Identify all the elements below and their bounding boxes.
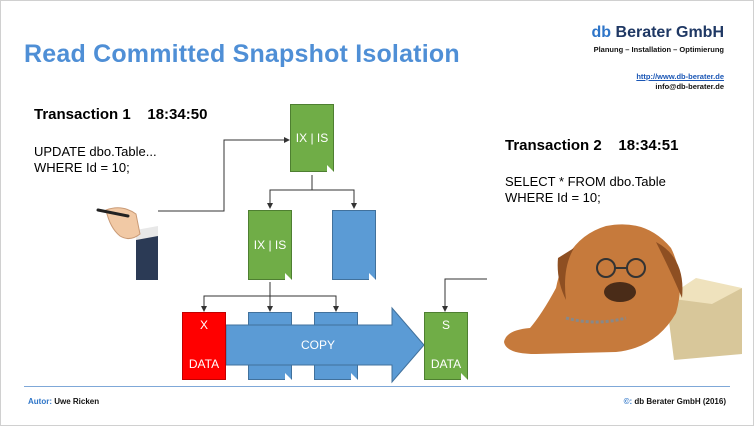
author-label: Autor: — [28, 397, 52, 406]
page-fold-icon — [285, 273, 292, 280]
exclusive-lock-label: X — [199, 318, 208, 332]
slide-title: Read Committed Snapshot Isolation — [24, 40, 460, 68]
copyright-symbol: ©: — [623, 397, 633, 406]
brand-tagline: Planung – Installation – Optimierung — [593, 45, 724, 54]
mid-lock-page: IX | IS — [248, 210, 292, 280]
shared-lock-label: S — [441, 318, 450, 332]
website-link[interactable]: http://www.db-berater.de — [636, 72, 724, 81]
footer-copyright: ©: db Berater GmbH (2016) — [624, 397, 726, 406]
top-lock-label: IX | IS — [295, 131, 329, 145]
transaction-2-line-1: SELECT * FROM dbo.Table — [505, 174, 666, 189]
dog-reading-illustration — [504, 224, 742, 360]
footer-divider — [24, 386, 730, 387]
page-fold-icon — [327, 165, 334, 172]
brand-logo: db Berater GmbH — [592, 24, 724, 42]
writing-hand-illustration — [96, 207, 158, 280]
page-fold-icon — [461, 373, 468, 380]
shared-data-label: DATA — [430, 357, 462, 371]
exclusive-lock-data-page: X DATA — [182, 312, 226, 380]
mid-lock-label: IX | IS — [253, 238, 287, 252]
brand-name: Berater GmbH — [611, 24, 724, 41]
transaction-2-line-2: WHERE Id = 10; — [505, 190, 601, 205]
transaction-2-heading: Transaction 2 18:34:51 — [505, 137, 679, 154]
transaction-1-line-2: WHERE Id = 10; — [34, 160, 130, 175]
transaction-1-line-1: UPDATE dbo.Table... — [34, 144, 157, 159]
page-fold-icon — [285, 373, 292, 380]
mid-page-blue — [332, 210, 376, 280]
page-fold-icon — [351, 373, 358, 380]
transaction-1-heading: Transaction 1 18:34:50 — [34, 106, 208, 123]
email-address: info@db-berater.de — [655, 82, 724, 91]
brand-prefix: db — [591, 24, 612, 41]
author-name: Uwe Ricken — [52, 397, 100, 406]
copy-label: COPY — [300, 338, 335, 352]
exclusive-data-label: DATA — [188, 357, 220, 371]
page-fold-icon — [369, 273, 376, 280]
shared-lock-data-page: S DATA — [424, 312, 468, 380]
copyright-text: db Berater GmbH (2016) — [632, 397, 726, 406]
top-lock-page: IX | IS — [290, 104, 334, 172]
footer-author: Autor: Uwe Ricken — [28, 397, 99, 406]
